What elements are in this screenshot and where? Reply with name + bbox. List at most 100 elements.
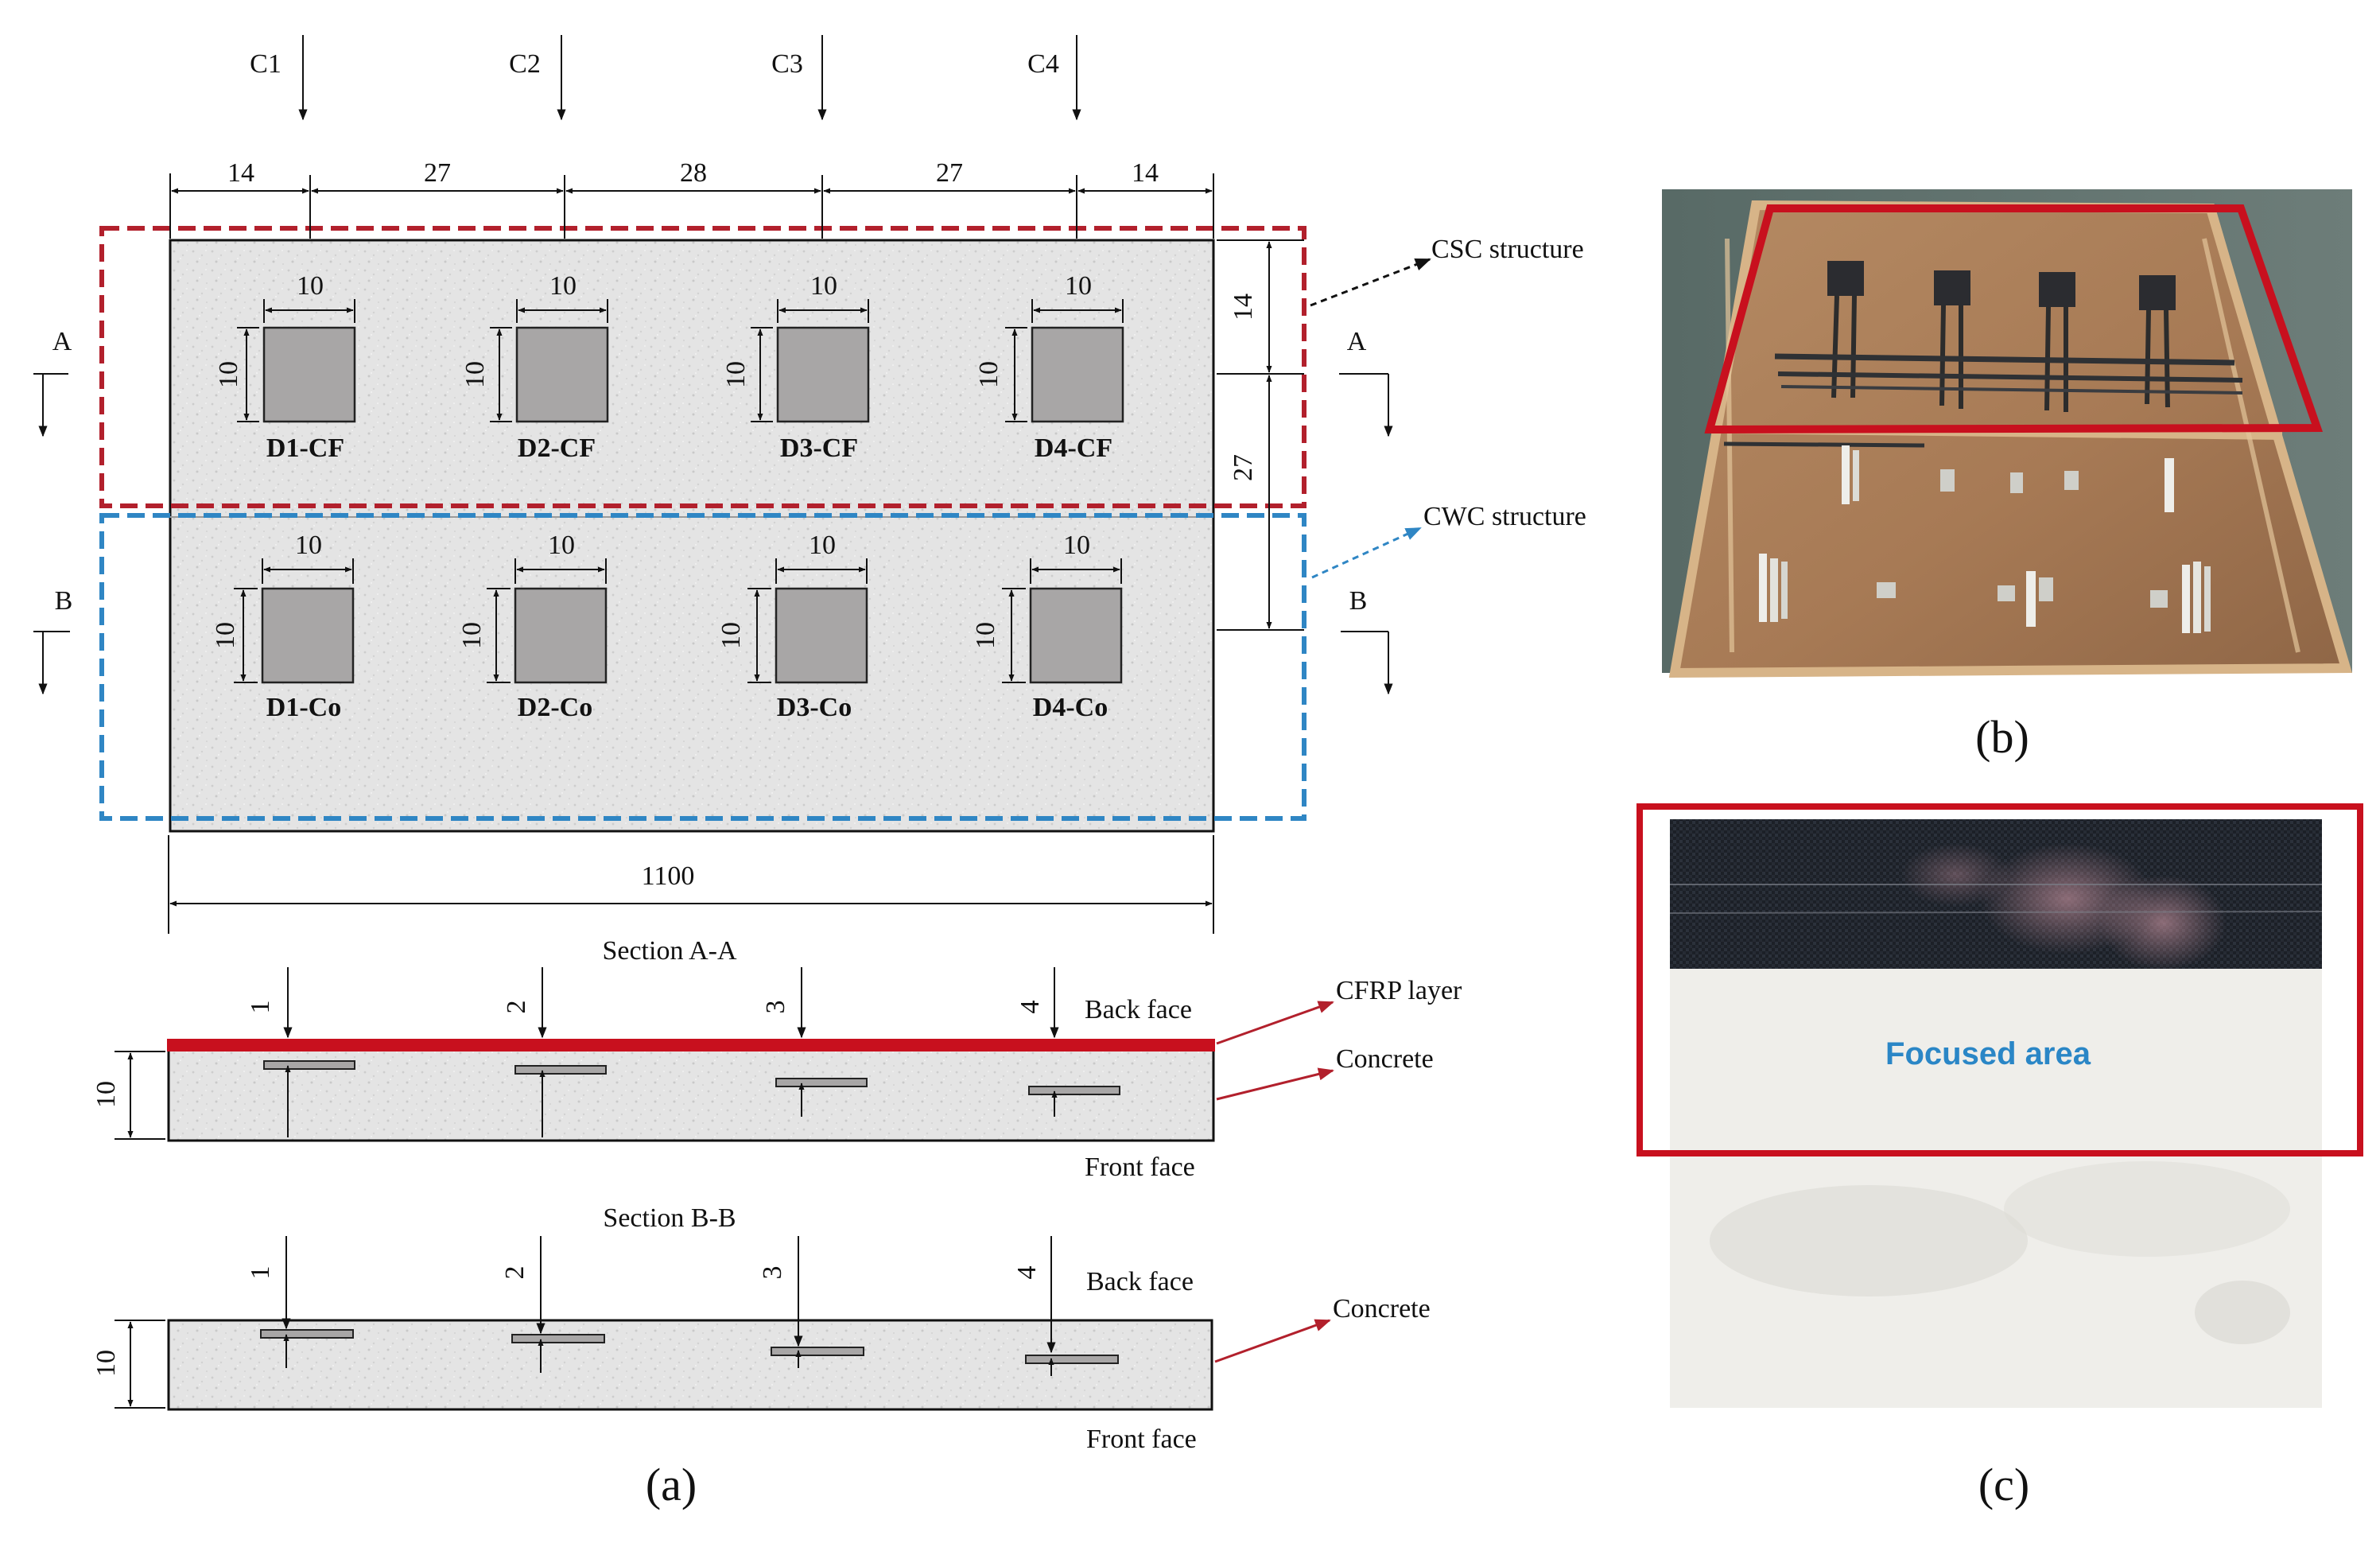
sensor-label: 2 [502, 1001, 531, 1014]
load-arrow-c4: C4 [1027, 35, 1081, 121]
load-label: C3 [771, 49, 803, 79]
square-dim: 10 [297, 271, 324, 301]
csc-structure-box [99, 226, 1306, 508]
caption-a: (a) [646, 1459, 697, 1510]
section-marker-a-left: A [33, 327, 72, 437]
back-face-label: Back face [1086, 1267, 1194, 1296]
load-label: C1 [250, 49, 281, 79]
sensor-label: 1 [246, 1001, 275, 1014]
section-a-a: Section A-A 1 2 3 4 10 Back face Front f… [91, 936, 1462, 1182]
square-dim: 10 [809, 531, 836, 560]
square-dim: 10 [1065, 271, 1092, 301]
square-dim: 10 [1063, 531, 1090, 560]
embedded-bar [263, 1060, 355, 1070]
sensor-label: 4 [1015, 1001, 1045, 1014]
specimen-d4-co: 10 10 D4-Co [971, 531, 1123, 722]
square-dim: 10 [974, 361, 1004, 388]
embedded-bar [260, 1329, 354, 1339]
panel-c-photo: Focused area [1636, 803, 2363, 1408]
sensor-label: 1 [246, 1266, 275, 1280]
cfrp-layer [167, 1039, 1215, 1051]
cwc-pointer [1311, 527, 1422, 579]
load-arrow-c3: C3 [771, 35, 827, 121]
dimension-label: 27 [936, 158, 963, 188]
square-dim: 10 [457, 622, 487, 649]
front-face-label: Front face [1086, 1425, 1197, 1454]
specimen-label: D1-CF [266, 433, 344, 463]
specimen-label: D4-CF [1035, 433, 1112, 463]
section-title: Section A-A [602, 936, 736, 966]
cfrp-label: CFRP layer [1336, 976, 1462, 1005]
dimension-label: 27 [424, 158, 451, 188]
specimen-d1-co: 10 10 D1-Co [211, 531, 355, 722]
sensor-label: 2 [500, 1266, 530, 1280]
load-label: C4 [1027, 49, 1059, 79]
panel-b-photo [1662, 189, 2353, 678]
square-dim: 10 [971, 622, 1000, 649]
specimen-d2-cf: 10 10 D2-CF [460, 271, 609, 463]
section-marker-b-left: B [33, 586, 73, 695]
back-face-label: Back face [1085, 995, 1192, 1024]
section-marker-b-right: B [1341, 586, 1393, 695]
front-face-label: Front face [1085, 1153, 1195, 1182]
embedded-bar [775, 1078, 868, 1087]
caption-b: (b) [1975, 711, 2029, 763]
specimen-d2-co: 10 10 D2-Co [457, 531, 608, 722]
square-dim: 10 [549, 271, 577, 301]
csc-structure-label: CSC structure [1431, 235, 1584, 264]
embedded-bar [511, 1334, 605, 1343]
section-b-b: Section B-B 1 2 3 4 10 Back face Front f… [91, 1203, 1431, 1454]
cwc-structure-label: CWC structure [1423, 502, 1586, 531]
sensor-arrows-a [283, 967, 1059, 1137]
section-marker-a-right: A [1339, 327, 1393, 437]
sensor-label: 3 [758, 1266, 787, 1280]
svg-text:1100: 1100 [642, 861, 695, 891]
photo-co-specimens [1723, 441, 2211, 633]
svg-text:B: B [1349, 586, 1368, 616]
square-dim: 10 [295, 531, 322, 560]
photo-cf-specimens [1774, 261, 2243, 412]
embedded-bar [1028, 1086, 1120, 1095]
focused-area-label: Focused area [1885, 1036, 2091, 1071]
concrete-label: Concrete [1336, 1044, 1434, 1074]
embedded-bar [514, 1065, 607, 1075]
svg-text:A: A [52, 327, 72, 356]
concrete-label: Concrete [1333, 1294, 1431, 1324]
square-dim: 10 [548, 531, 575, 560]
dimension-label: 14 [227, 158, 254, 188]
load-arrow-c1: C1 [250, 35, 308, 121]
square-dim: 10 [460, 361, 490, 388]
panel-a: C1 C2 C3 C4 14 27 [33, 35, 1586, 934]
specimen-d3-co: 10 10 D3-Co [716, 531, 868, 722]
dimension-label: 27 [1229, 454, 1258, 481]
square-dim: 10 [214, 361, 243, 388]
cfrp-pointer [1216, 1001, 1334, 1045]
specimen-d4-cf: 10 10 D4-CF [974, 271, 1124, 463]
specimen-label: D2-Co [518, 693, 592, 722]
square-dim: 10 [810, 271, 837, 301]
svg-text:A: A [1347, 327, 1367, 356]
specimen-label: D3-CF [780, 433, 858, 463]
dimension-label: 14 [1132, 158, 1159, 188]
concrete-pointer [1214, 1319, 1331, 1363]
width-dimension: 1100 [168, 835, 1214, 934]
thickness-label: 10 [91, 1081, 121, 1108]
load-label: C2 [509, 49, 541, 79]
sensor-label: 4 [1012, 1266, 1042, 1280]
specimen-d1-cf: 10 10 D1-CF [214, 271, 356, 463]
focused-area-box [1636, 803, 2363, 1156]
section-title: Section B-B [603, 1203, 736, 1233]
svg-text:B: B [55, 586, 73, 616]
photo-highlight [1704, 204, 2324, 434]
embedded-bar [771, 1347, 864, 1356]
specimen-label: D3-Co [777, 693, 852, 722]
top-dimension-chain: 14 27 28 27 14 [169, 158, 1214, 239]
concrete-pointer [1216, 1067, 1334, 1101]
square-dim: 10 [211, 622, 240, 649]
dimension-label: 28 [680, 158, 707, 188]
square-dim: 10 [716, 622, 746, 649]
load-arrow-c2: C2 [509, 35, 566, 121]
thickness-label: 10 [91, 1350, 121, 1377]
specimen-label: D4-Co [1033, 693, 1108, 722]
